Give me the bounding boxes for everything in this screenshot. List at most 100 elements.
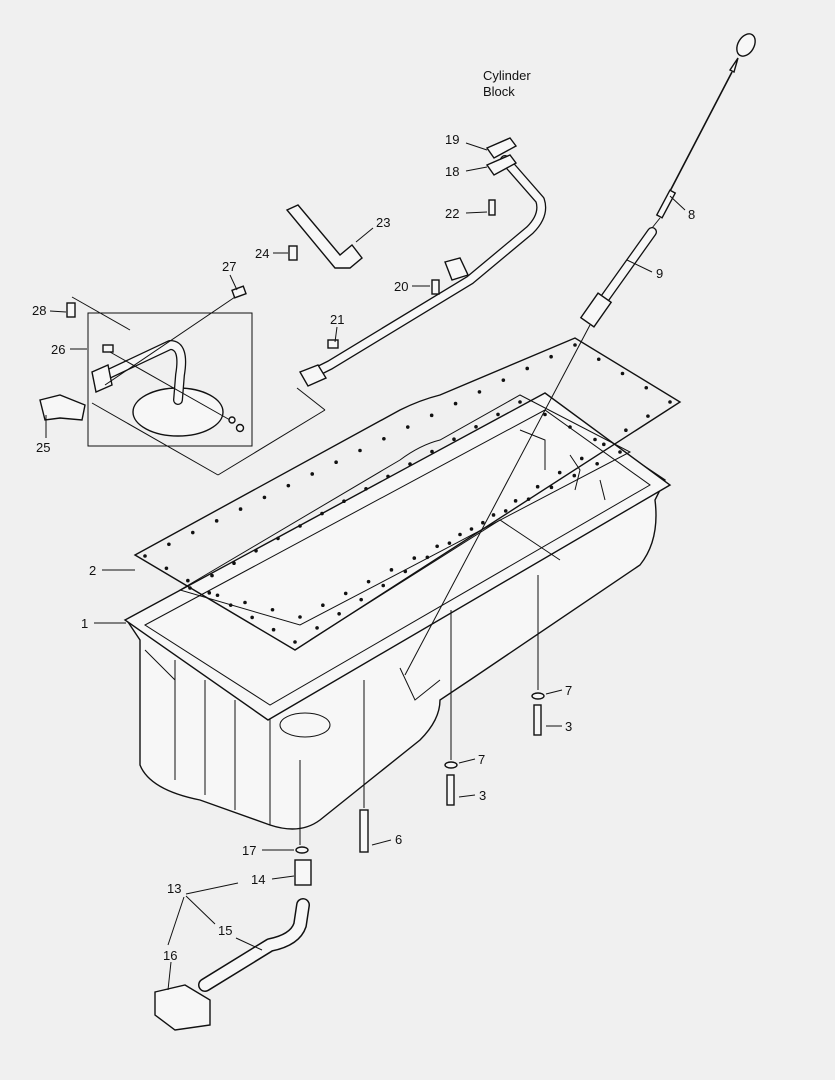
gasket-bolt-hole <box>646 414 650 418</box>
callout-6: 6 <box>395 832 402 847</box>
callout-16: 16 <box>163 948 177 963</box>
gasket-bolt-hole <box>315 626 319 630</box>
label-cylinder-block-line2: Block <box>483 84 515 99</box>
gasket-bolt-hole <box>602 442 606 447</box>
callout-25: 25 <box>36 440 50 455</box>
callout-28: 28 <box>32 303 46 318</box>
bolts <box>66 199 545 853</box>
gasket-bolt-hole <box>405 425 410 429</box>
callout-2: 2 <box>89 563 96 578</box>
gasket-bolt-hole <box>429 413 434 418</box>
gasket-bolt-hole <box>250 615 254 620</box>
gasket-bolt-hole <box>320 511 324 516</box>
gasket-bolt-hole <box>430 449 434 454</box>
callout-1: 1 <box>81 616 88 631</box>
drain-hose-assembly <box>154 846 312 1031</box>
callout-15: 15 <box>218 923 232 938</box>
callout-13: 13 <box>167 881 181 896</box>
gasket-bolt-hole <box>190 530 195 535</box>
gasket-bolt-hole <box>214 519 219 523</box>
callout-7b: 7 <box>478 752 485 767</box>
gasket-bolt-hole <box>381 583 386 588</box>
callout-3b: 3 <box>479 788 486 803</box>
gasket-bolt-hole <box>620 371 625 376</box>
gasket-bolt-hole <box>525 366 530 371</box>
gasket-bolt-hole <box>386 474 390 479</box>
gasket-bolt-hole <box>452 437 456 442</box>
gasket-bolt-hole <box>579 456 584 461</box>
gasket-bolt-hole <box>501 378 506 382</box>
callout-27: 27 <box>222 259 236 274</box>
label-cylinder-block-line1: Cylinder <box>483 68 531 83</box>
gasket-bolt-hole <box>262 495 267 500</box>
dipstick <box>651 33 756 229</box>
oil-pan <box>123 392 672 830</box>
callout-18: 18 <box>445 164 459 179</box>
gasket-bolt-hole <box>447 541 452 545</box>
gasket-bolt-hole <box>271 627 276 632</box>
gasket-bolt-hole <box>595 461 599 466</box>
gasket-bolt-hole <box>188 586 192 590</box>
gasket-bolt-hole <box>535 484 540 489</box>
gasket-bolt-hole <box>477 390 482 394</box>
callouts: Cylinder Block 19 18 22 23 24 8 9 27 28 … <box>32 68 695 963</box>
callout-22: 22 <box>445 206 459 221</box>
gasket-bolt-hole <box>366 579 371 584</box>
callout-17: 17 <box>242 843 256 858</box>
gasket-bolt-hole <box>624 428 628 433</box>
gasket-bolt-hole <box>228 603 233 607</box>
gasket-bolt-hole <box>337 611 341 616</box>
gasket-bolt-hole <box>593 437 597 442</box>
callout-19: 19 <box>445 132 459 147</box>
gasket-bolt-hole <box>186 578 190 583</box>
gasket-bolt-hole <box>435 544 439 549</box>
gasket-bolt-hole <box>343 591 348 596</box>
gasket-bolt-hole <box>557 470 562 475</box>
gasket-bolt-hole <box>207 591 212 595</box>
gasket-bolt-hole <box>298 615 302 619</box>
gasket-bolt-hole <box>458 532 462 537</box>
gasket-bolt-hole <box>243 600 247 605</box>
gasket-bolt-hole <box>573 343 577 347</box>
gasket-bolt-hole <box>215 593 220 598</box>
callout-21: 21 <box>330 312 344 327</box>
gasket-bolt-hole <box>238 507 243 511</box>
gasket-bolt-hole <box>518 400 522 404</box>
gasket-bolt-hole <box>298 524 302 528</box>
gasket-bolt-hole <box>549 354 553 359</box>
gasket-bolt-hole <box>491 513 496 517</box>
gasket-bolt-hole <box>342 499 346 504</box>
gasket-bolt-hole <box>425 555 430 560</box>
gasket-bolt-hole <box>164 566 169 571</box>
gasket-bolt-hole <box>474 425 478 429</box>
gasket-bolt-hole <box>568 425 572 429</box>
gasket-bolt-hole <box>321 603 325 608</box>
gasket-bolt-hole <box>210 573 214 578</box>
gasket-bolt-holes <box>143 343 672 644</box>
gasket-bolt-hole <box>496 412 500 417</box>
callout-24: 24 <box>255 246 269 261</box>
callout-20: 20 <box>394 279 408 294</box>
oil-suction-pipe <box>298 137 547 387</box>
gasket-bolt-hole <box>481 520 485 525</box>
gasket-bolt-hole <box>359 597 363 602</box>
gasket-bolt-hole <box>389 568 394 572</box>
callout-9: 9 <box>656 266 663 281</box>
gasket-bolt-hole <box>469 527 474 531</box>
gasket-bolt-hole <box>618 450 622 454</box>
gasket-bolt-hole <box>408 462 412 466</box>
dipstick-tube <box>404 227 657 676</box>
leader-lines <box>45 142 686 991</box>
gasket-bolt-hole <box>644 385 649 390</box>
gasket-bolt-hole <box>286 483 291 488</box>
callout-14: 14 <box>251 872 265 887</box>
callout-8: 8 <box>688 207 695 222</box>
gasket-bolt-hole <box>503 509 508 513</box>
gasket-bolt-hole <box>334 460 338 465</box>
gasket-bolt-hole <box>382 436 386 441</box>
gasket-bolt-hole <box>310 472 315 476</box>
gasket-bolt-hole <box>526 497 531 501</box>
gasket-bolt-hole <box>513 499 518 503</box>
gasket-bolt-hole <box>543 412 547 417</box>
